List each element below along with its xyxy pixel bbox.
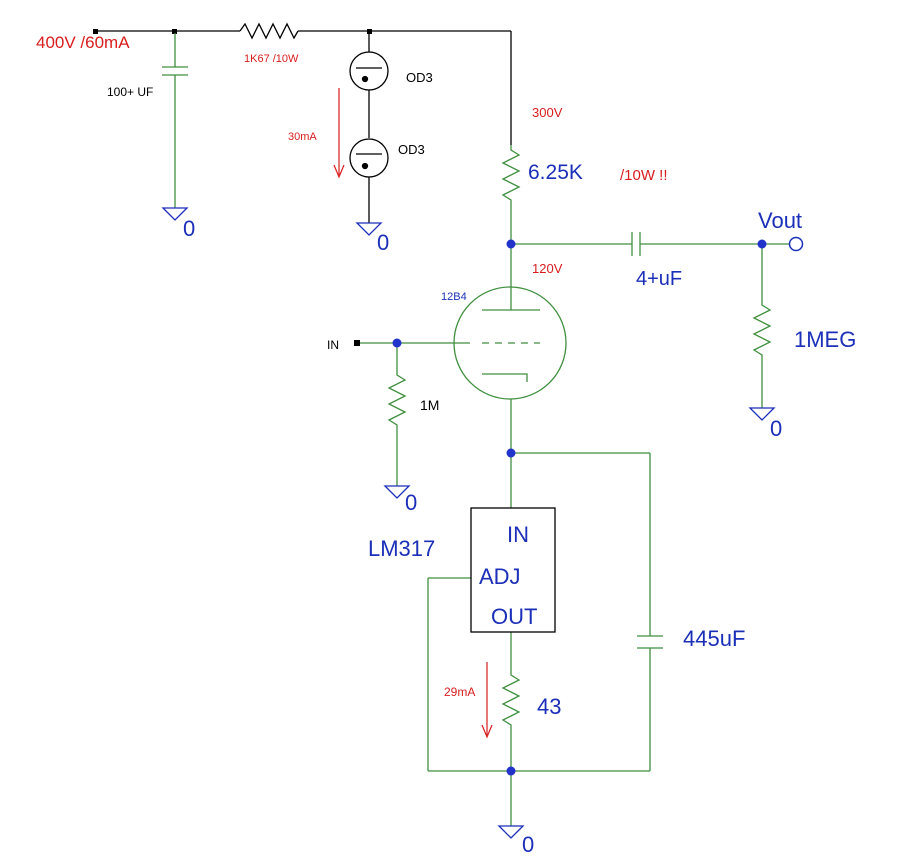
lm317-body — [470, 507, 556, 633]
output-node — [757, 239, 767, 249]
od3-node — [367, 29, 372, 34]
junction-dots — [392, 239, 767, 776]
supply-node — [93, 29, 98, 34]
od3-current-label: 30mA — [288, 131, 317, 143]
regulator-label: LM317 — [368, 536, 435, 561]
regulator-current-label: 29mA — [444, 685, 475, 699]
supply-capacitor-label: 100+ UF — [107, 85, 153, 99]
plate-node — [506, 239, 516, 249]
regulator-current-arrow — [481, 662, 493, 739]
set-resistor-label: 43 — [537, 694, 561, 719]
output-wiring — [511, 232, 789, 408]
input-terminal[interactable] — [354, 340, 360, 346]
plate-resistor — [501, 145, 521, 244]
supply-voltage-label: 400V /60mA — [36, 33, 130, 52]
plate-resistor-power-label: /10W !! — [620, 167, 668, 184]
pin-in-label: IN — [507, 522, 529, 547]
od3-top-label: OD3 — [406, 70, 433, 85]
ground-label-od3: 0 — [377, 230, 389, 255]
ground-symbol-od3 — [355, 222, 383, 236]
supply-capacitor — [162, 33, 188, 208]
ground-label-grid: 0 — [405, 490, 417, 515]
plate-voltage-label: 120V — [532, 261, 563, 276]
bypass-capacitor-label: 445uF — [683, 626, 745, 651]
grid-node — [392, 338, 402, 348]
cathode-node — [506, 448, 516, 458]
ground-label-main: 0 — [522, 832, 534, 857]
cap-node — [172, 29, 177, 34]
bottom-node — [506, 766, 516, 776]
load-resistor-label: 1MEG — [794, 327, 856, 352]
od3-bottom-label: OD3 — [398, 142, 425, 157]
ground-symbol-load — [748, 407, 776, 421]
vout-terminal[interactable] — [788, 236, 804, 252]
coupling-capacitor-label: 4+uF — [636, 268, 682, 290]
od3-current-arrow — [333, 88, 345, 179]
pin-adj-label: ADJ — [479, 564, 521, 589]
input-wiring — [357, 342, 470, 486]
supply-wiring — [95, 30, 512, 145]
ground-label-load: 0 — [770, 416, 782, 441]
plate-resistor-label: 6.25K — [528, 161, 583, 184]
voltage-300-label: 300V — [532, 105, 563, 120]
ground-label-supply: 0 — [183, 216, 195, 241]
ground-symbol-supply — [161, 207, 189, 221]
vout-label: Vout — [758, 208, 802, 233]
ccs-wiring — [427, 452, 663, 826]
ground-symbol-grid — [383, 485, 411, 499]
input-label: IN — [327, 338, 339, 352]
dropper-resistor — [239, 22, 299, 40]
od3-string — [349, 33, 389, 223]
pin-out-label: OUT — [491, 604, 537, 629]
ground-symbol-main — [497, 825, 525, 839]
grid-resistor-label: 1M — [420, 397, 439, 413]
tube-label: 12B4 — [441, 291, 467, 303]
dropper-resistor-label: 1K67 /10W — [244, 53, 299, 65]
